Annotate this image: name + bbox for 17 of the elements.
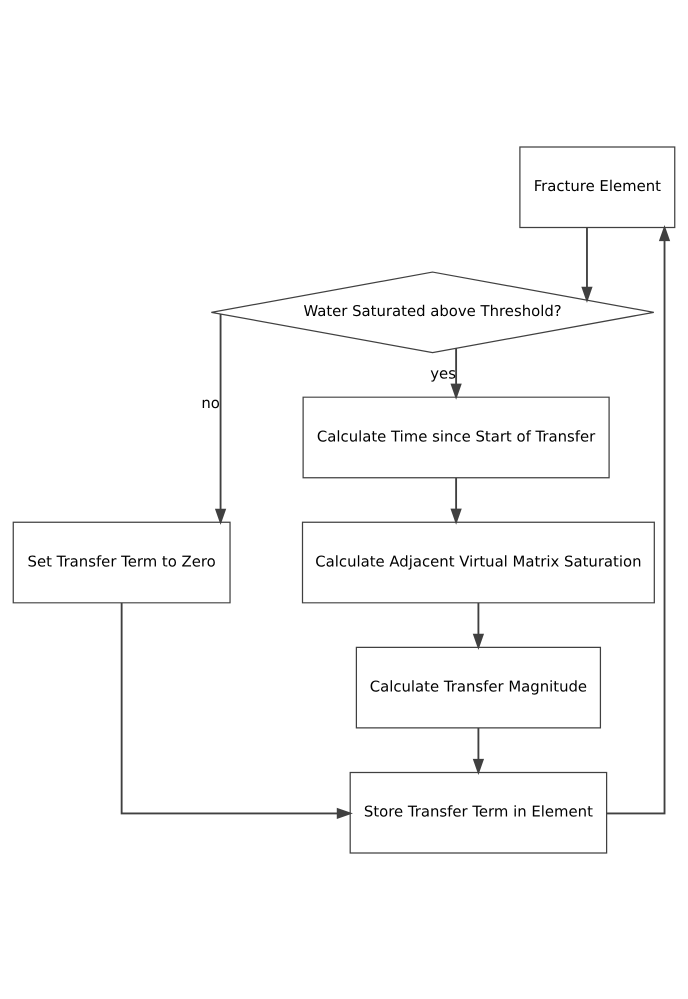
node-box: Calculate Transfer Magnitude [356, 646, 602, 728]
arrow [120, 602, 353, 819]
node-box: Calculate Adjacent Virtual Matrix Saturation [302, 521, 655, 603]
arrow [581, 226, 593, 302]
arrow [472, 727, 484, 774]
edge-label: yes [430, 364, 456, 382]
arrow [606, 224, 670, 814]
node-box: Store Transfer Term in Element [350, 771, 608, 854]
edge-label: no [201, 393, 220, 412]
arrow [450, 477, 462, 524]
arrow [450, 348, 462, 400]
node-box: Calculate Time since Start of Transfer [302, 396, 610, 478]
node-diamond: Water Saturated above Threshold? [210, 270, 654, 353]
node-box: Set Transfer Term to Zero [12, 521, 231, 603]
node-box: Fracture Element [519, 146, 676, 228]
arrow [214, 314, 226, 524]
arrow [472, 602, 484, 650]
